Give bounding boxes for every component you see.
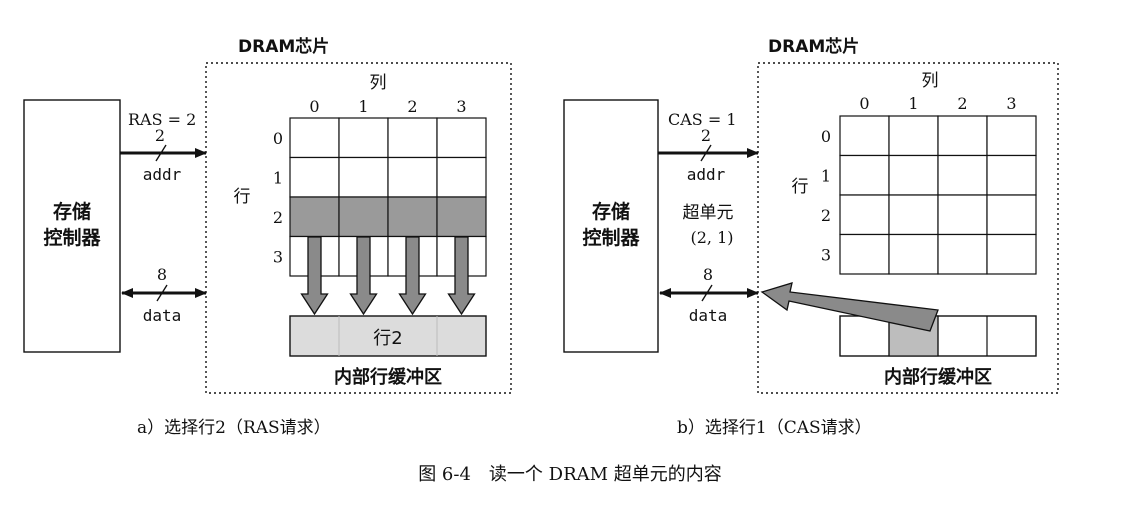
dram-cell-b-r2c2 — [937, 194, 988, 236]
supercell-to-data-arrow — [760, 282, 939, 332]
transfer-arrow-2 — [398, 236, 427, 316]
chip-label-b: DRAM芯片 — [768, 36, 859, 57]
dram-cell-b-r3c3 — [986, 233, 1037, 275]
figure-caption: 图 6-4 读一个 DRAM 超单元的内容 — [418, 464, 722, 485]
dram-cell-b-r0c1 — [888, 115, 939, 157]
addr-slash-b — [700, 144, 712, 162]
dram-cell-a-r0c0 — [289, 117, 340, 159]
dram-cell-a-r2c2 — [387, 196, 438, 238]
addr-label-a: addr — [143, 165, 182, 184]
col-label-a-0: 0 — [309, 97, 319, 116]
chip-label-a: DRAM芯片 — [238, 36, 329, 57]
col-label-b-1: 1 — [908, 94, 918, 113]
dram-cell-a-r1c2 — [387, 156, 438, 198]
dram-cell-b-r1c1 — [888, 154, 939, 196]
col-label-b-0: 0 — [859, 94, 869, 113]
data-width-a: 8 — [157, 265, 167, 284]
row-label-b-1: 1 — [821, 166, 831, 185]
row-label-b-0: 0 — [821, 127, 831, 146]
addr-label-b: addr — [687, 165, 726, 184]
controller-label-b-2: 控制器 — [582, 226, 640, 249]
transfer-arrow-0 — [300, 236, 329, 316]
row-title-b: 行 — [792, 177, 809, 197]
supercell-coord: (2, 1) — [690, 228, 733, 247]
controller-label-b-1: 存储 — [592, 200, 630, 223]
dram-cell-b-r1c0 — [839, 154, 890, 196]
row-label-a-0: 0 — [273, 129, 283, 148]
row-label-a-1: 1 — [273, 168, 283, 187]
panel-a: DRAM芯片 存储 控制器 RAS = 2 2 addr 8 data 列 行 … — [23, 36, 512, 438]
col-label-a-3: 3 — [456, 97, 466, 116]
dram-cell-a-r1c3 — [436, 156, 487, 198]
data-label-b: data — [689, 306, 728, 325]
dram-cell-b-r3c2 — [937, 233, 988, 275]
controller-label-a-2: 控制器 — [43, 226, 101, 249]
row-label-b-2: 2 — [821, 206, 831, 225]
dram-cell-b-r3c1 — [888, 233, 939, 275]
dram-cell-b-r2c3 — [986, 194, 1037, 236]
row-title-a: 行 — [234, 187, 251, 207]
buffer-label-b: 内部行缓冲区 — [884, 366, 992, 388]
dram-cell-a-r1c0 — [289, 156, 340, 198]
buffer-label-a: 内部行缓冲区 — [334, 366, 442, 388]
col-label-a-2: 2 — [407, 97, 417, 116]
dram-cell-b-r2c1 — [888, 194, 939, 236]
panel-b: DRAM芯片 存储 控制器 CAS = 1 2 addr 超单元 (2, 1) … — [563, 36, 1059, 438]
memory-controller-a — [23, 99, 121, 353]
transfer-arrow-1 — [349, 236, 378, 316]
row-transfer-arrows — [300, 236, 476, 316]
col-label-b-2: 2 — [957, 94, 967, 113]
transfer-arrow-3 — [447, 236, 476, 316]
dram-cell-a-r2c1 — [338, 196, 389, 238]
row-label-a-3: 3 — [273, 247, 283, 266]
supercell-label: 超单元 — [683, 203, 734, 223]
row-buffer-a-text: 行2 — [373, 328, 402, 349]
dram-chip-a — [205, 62, 512, 394]
col-title-a: 列 — [370, 73, 387, 93]
dram-cell-a-r2c0 — [289, 196, 340, 238]
dram-cell-a-r0c3 — [436, 117, 487, 159]
memory-controller-b — [563, 99, 659, 353]
row-buffer-a — [289, 315, 487, 357]
row-label-b-3: 3 — [821, 245, 831, 264]
addr-width-b: 2 — [701, 126, 711, 145]
data-width-b: 8 — [703, 265, 713, 284]
col-label-a-1: 1 — [358, 97, 368, 116]
dram-cell-b-r0c2 — [937, 115, 988, 157]
caption-a: a）选择行2（RAS请求） — [137, 418, 331, 438]
addr-signal-a: RAS = 2 — [128, 110, 196, 129]
controller-label-a-1: 存储 — [53, 200, 91, 223]
addr-signal-b: CAS = 1 — [668, 110, 737, 129]
dram-cell-a-r1c1 — [338, 156, 389, 198]
dram-cell-b-r1c3 — [986, 154, 1037, 196]
data-label-a: data — [143, 306, 182, 325]
dram-cell-b-r3c0 — [839, 233, 890, 275]
dram-cell-a-r0c2 — [387, 117, 438, 159]
dram-cell-b-r0c3 — [986, 115, 1037, 157]
dram-cell-b-r0c0 — [839, 115, 890, 157]
addr-slash-a — [155, 144, 167, 162]
dram-cell-a-r0c1 — [338, 117, 389, 159]
data-slash-b — [701, 284, 713, 302]
dram-array-b: 0 1 2 3 0 1 2 3 — [821, 94, 1037, 275]
dram-cell-b-r1c2 — [937, 154, 988, 196]
col-title-b: 列 — [922, 71, 939, 91]
row-label-a-2: 2 — [273, 208, 283, 227]
data-slash-a — [156, 284, 168, 302]
dram-array-a: 0 1 2 3 0 1 2 3 — [273, 97, 487, 277]
caption-b: b）选择行1（CAS请求） — [677, 418, 872, 438]
dram-cell-b-r2c0 — [839, 194, 890, 236]
col-label-b-3: 3 — [1006, 94, 1016, 113]
addr-width-a: 2 — [155, 126, 165, 145]
dram-cell-a-r2c3 — [436, 196, 487, 238]
dram-chip-b — [757, 62, 1059, 394]
